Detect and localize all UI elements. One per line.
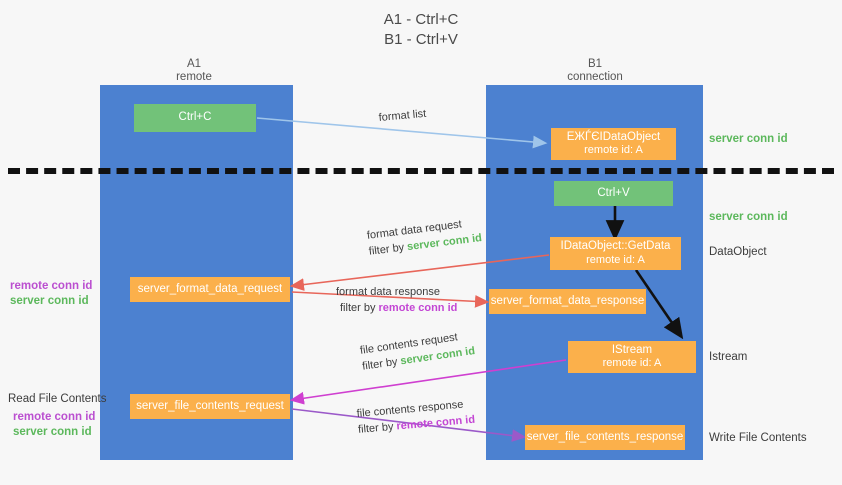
right-label-write-file-contents-text: Write File Contents bbox=[709, 432, 807, 444]
filter-highlight-remote-conn-id: remote conn id bbox=[378, 302, 458, 314]
right-label-server-conn-id-mid: server conn id bbox=[709, 210, 788, 225]
box-istream[interactable]: IStream remote id: A bbox=[568, 341, 696, 373]
right-label-server-conn-id-mid-text: server conn id bbox=[709, 211, 788, 223]
column-header-b1-name: B1 bbox=[587, 58, 603, 70]
column-header-b1-sub: connection bbox=[567, 71, 623, 83]
column-header-b1: B1 connection bbox=[515, 58, 675, 84]
left-label-server-conn-id-1: server conn id bbox=[10, 295, 89, 307]
edge-label-format-data-response-line2: filter by remote conn id bbox=[336, 300, 457, 316]
box-server-format-data-request-label: server_format_data_request bbox=[137, 282, 283, 295]
filter-prefix: filter by bbox=[361, 355, 402, 373]
right-label-istream-text: Istream bbox=[709, 351, 748, 363]
box-idataobject-getdata[interactable]: IDataObject::GetData remote id: A bbox=[550, 237, 681, 270]
left-label-server-conn-id-2: server conn id bbox=[13, 426, 92, 438]
filter-prefix: filter by bbox=[368, 241, 408, 258]
box-idataobject-sub: remote id: A bbox=[584, 144, 643, 156]
box-server-file-contents-response-label: server_file_contents_response bbox=[526, 430, 684, 443]
box-idataobject-getdata-label: IDataObject::GetData bbox=[560, 240, 671, 252]
filter-prefix: filter by bbox=[357, 420, 397, 436]
box-idataobject-label: ЕЖЃЄIDataObject bbox=[566, 130, 661, 143]
right-label-data-object-text: DataObject bbox=[709, 246, 767, 258]
column-header-a1-name: A1 bbox=[186, 58, 202, 70]
box-istream-label: IStream bbox=[611, 343, 653, 356]
box-ctrl-c[interactable]: Ctrl+C bbox=[134, 104, 256, 132]
box-istream-sub: remote id: A bbox=[602, 357, 662, 369]
box-server-file-contents-request-label: server_file_contents_request bbox=[136, 399, 284, 412]
left-label-remote-conn-id-2: remote conn id bbox=[13, 411, 96, 423]
edge-label-file-contents-response: file contents response filter by remote … bbox=[356, 396, 476, 438]
box-server-format-data-response[interactable]: server_format_data_response bbox=[489, 289, 646, 314]
page-title: A1 - Ctrl+C B1 - Ctrl+V bbox=[383, 11, 459, 48]
left-label-conn-ids-1: remote conn id server conn id bbox=[10, 279, 92, 309]
box-ctrl-v[interactable]: Ctrl+V bbox=[554, 181, 673, 206]
edge-label-format-list-line1: format list bbox=[378, 107, 427, 124]
column-header-a1-sub: remote bbox=[176, 71, 212, 83]
right-label-istream: Istream bbox=[709, 350, 747, 365]
right-label-write-file-contents: Write File Contents bbox=[709, 431, 807, 446]
right-label-data-object: DataObject bbox=[709, 245, 767, 260]
box-server-format-data-response-label: server_format_data_response bbox=[490, 294, 645, 307]
box-server-file-contents-response[interactable]: server_file_contents_response bbox=[525, 425, 685, 450]
left-label-read-file-contents: Read File Contents bbox=[8, 392, 106, 407]
box-idataobject-getdata-sub: remote id: A bbox=[586, 253, 645, 266]
box-ctrl-v-label: Ctrl+V bbox=[597, 186, 630, 199]
edge-label-format-data-request: format data request filter by server con… bbox=[366, 214, 483, 260]
edge-label-format-list: format list bbox=[378, 106, 427, 126]
box-server-format-data-request[interactable]: server_format_data_request bbox=[130, 277, 290, 302]
box-idataobject[interactable]: ЕЖЃЄIDataObject remote id: A bbox=[551, 128, 676, 160]
right-label-server-conn-id-top-text: server conn id bbox=[709, 133, 788, 145]
filter-highlight-remote-conn-id: remote conn id bbox=[395, 413, 476, 433]
edge-label-format-data-response: format data response filter by remote co… bbox=[336, 284, 457, 316]
edge-label-format-data-response-line1: format data response bbox=[336, 286, 440, 298]
edge-label-file-contents-request: file contents request filter by server c… bbox=[359, 327, 476, 375]
box-ctrl-c-label: Ctrl+C bbox=[178, 111, 212, 124]
right-label-server-conn-id-top: server conn id bbox=[709, 132, 788, 147]
left-label-remote-conn-id-1: remote conn id bbox=[10, 280, 93, 292]
left-label-conn-ids-2: remote conn id server conn id bbox=[13, 410, 95, 440]
filter-prefix: filter by bbox=[340, 302, 379, 314]
box-server-file-contents-request[interactable]: server_file_contents_request bbox=[130, 394, 290, 419]
section-divider bbox=[8, 168, 834, 174]
left-label-read-file-contents-text: Read File Contents bbox=[8, 393, 107, 405]
column-header-a1: A1 remote bbox=[114, 58, 274, 84]
